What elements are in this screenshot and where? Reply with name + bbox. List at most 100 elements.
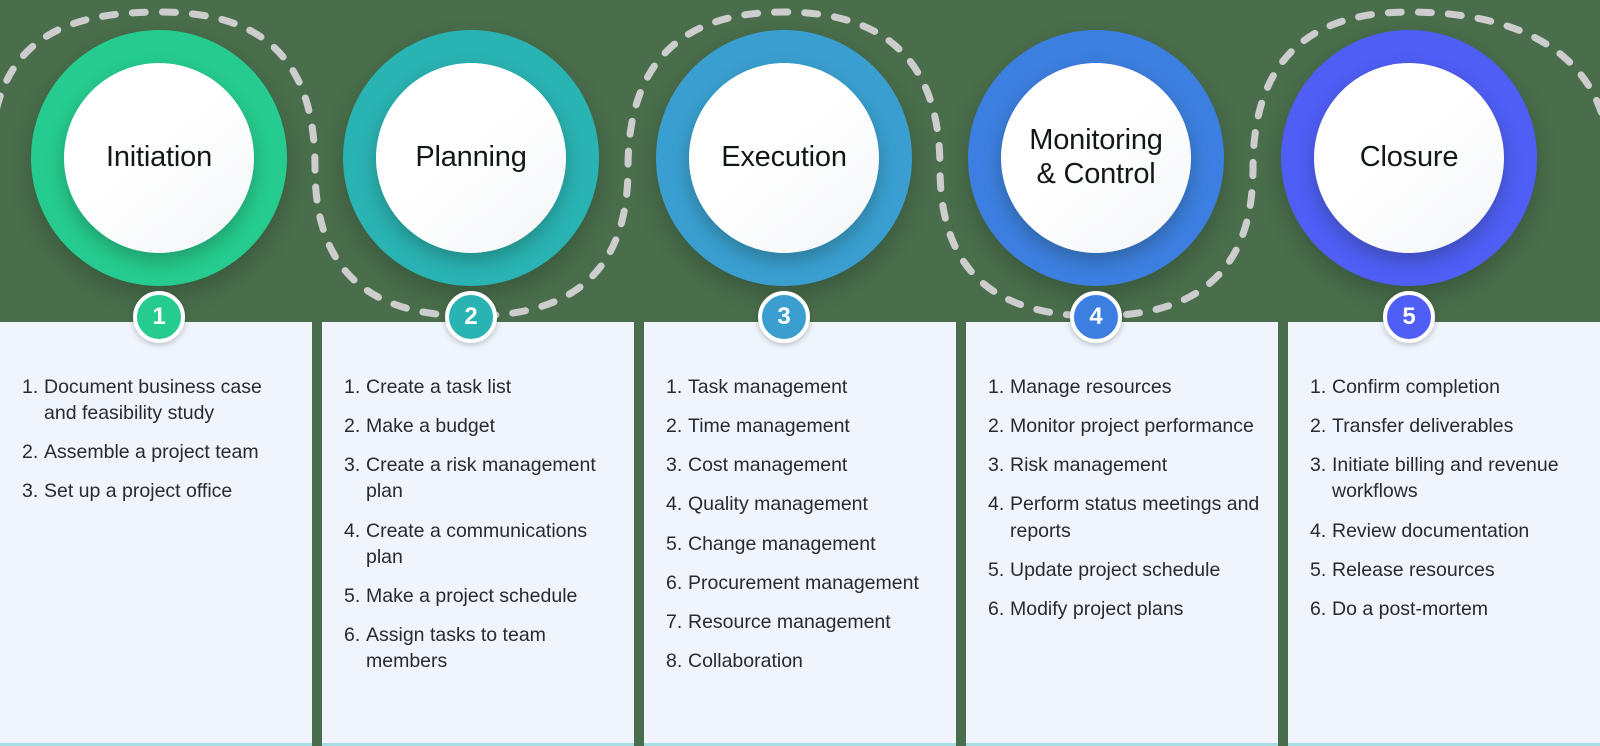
phase-label: Planning [415,141,527,174]
step-badge-number: 2 [464,303,478,330]
task-list: 1.Document business case and feasibility… [14,374,296,505]
step-badge-3[interactable]: 3 [758,291,810,343]
task-text: Document business case and feasibility s… [44,376,262,425]
step-badge-1[interactable]: 1 [133,291,185,343]
task-item: 2.Make a budget [336,413,618,439]
task-item: 3.Create a risk management plan [336,452,618,504]
task-item: 3.Cost management [658,452,940,478]
task-item: 1.Confirm completion [1302,374,1584,400]
task-text: Monitor project performance [1010,415,1254,438]
task-text: Modify project plans [1010,597,1184,620]
task-number: 3. [344,454,361,477]
task-number: 4. [1310,519,1327,542]
task-item: 2.Assemble a project team [14,439,296,465]
phase-circle-execution[interactable]: Execution [656,30,912,286]
phase-inner-disc: Monitoring & Control [1001,63,1191,253]
task-item: 2.Monitor project performance [980,413,1262,439]
task-text: Update project schedule [1010,558,1221,581]
step-badge-5[interactable]: 5 [1383,291,1435,343]
phase-inner-disc: Planning [376,63,566,253]
task-text: Transfer deliverables [1332,415,1514,438]
task-text: Make a project schedule [366,584,578,607]
task-item: 4.Create a communications plan [336,518,618,570]
task-item: 2.Time management [658,413,940,439]
task-number: 5. [1310,558,1327,581]
task-number: 4. [666,493,683,516]
task-number: 6. [344,623,361,646]
task-text: Assemble a project team [44,441,259,464]
task-number: 6. [666,571,683,594]
task-item: 1.Document business case and feasibility… [14,374,296,426]
phase-cards-row: 1.Document business case and feasibility… [0,322,1600,746]
task-number: 1. [988,376,1005,398]
task-text: Cost management [688,454,848,477]
task-text: Assign tasks to team members [366,623,546,672]
task-item: 1.Create a task list [336,374,618,400]
task-number: 2. [344,415,361,438]
task-number: 1. [666,376,683,398]
task-text: Procurement management [688,571,919,594]
task-number: 7. [666,610,683,633]
task-item: 7. Resource management [658,609,940,635]
phase-inner-disc: Execution [689,63,879,253]
task-text: Risk management [1010,454,1168,477]
task-item: 1.Task management [658,374,940,400]
task-text: Do a post-mortem [1332,597,1489,620]
task-item: 6.Do a post-mortem [1302,596,1584,622]
task-text: Create a communications plan [366,519,588,568]
task-item: 4.Perform status meetings and reports [980,491,1262,543]
task-number: 5. [666,532,683,555]
task-number: 2. [1310,415,1327,438]
task-item: 8.Collaboration [658,648,940,674]
phase-circle-planning[interactable]: Planning [343,30,599,286]
task-text: Review documentation [1332,519,1530,542]
phase-circle-monitoring-control[interactable]: Monitoring & Control [968,30,1224,286]
task-number: 1. [22,376,39,398]
task-text: Task management [688,376,848,398]
task-number: 5. [988,558,1005,581]
task-text: Quality management [688,493,868,516]
task-text: Create a task list [366,376,512,398]
task-item: 5.Make a project schedule [336,583,618,609]
task-number: 6. [1310,597,1327,620]
step-badge-4[interactable]: 4 [1070,291,1122,343]
task-number: 1. [1310,376,1327,398]
step-badge-number: 4 [1089,303,1103,330]
step-badge-number: 3 [777,303,791,330]
task-number: 4. [344,519,361,542]
task-item: 4.Quality management [658,491,940,517]
task-text: Time management [688,415,850,438]
step-badge-2[interactable]: 2 [445,291,497,343]
phase-inner-disc: Closure [1314,63,1504,253]
task-number: 3. [1310,454,1327,477]
task-number: 3. [988,454,1005,477]
task-item: 3.Set up a project office [14,478,296,504]
phase-circle-closure[interactable]: Closure [1281,30,1537,286]
phase-label: Execution [721,141,847,174]
task-number: 2. [666,415,683,438]
task-item: 2.Transfer deliverables [1302,413,1584,439]
phase-label: Monitoring & Control [1029,124,1163,190]
task-item: 5.Change management [658,531,940,557]
task-text: Confirm completion [1332,376,1500,398]
task-text: Set up a project office [44,480,233,503]
task-number: 6. [988,597,1005,620]
task-number: 8. [666,649,683,672]
task-item: 6.Procurement management [658,570,940,596]
phase-label: Closure [1359,141,1459,174]
task-text: Resource management [688,610,891,633]
task-item: 5.Update project schedule [980,557,1262,583]
task-text: Initiate billing and revenue workflows [1332,454,1559,503]
task-text: Release resources [1332,558,1495,581]
task-text: Make a budget [366,415,496,438]
task-number: 5. [344,584,361,607]
phase-circle-initiation[interactable]: Initiation [31,30,287,286]
